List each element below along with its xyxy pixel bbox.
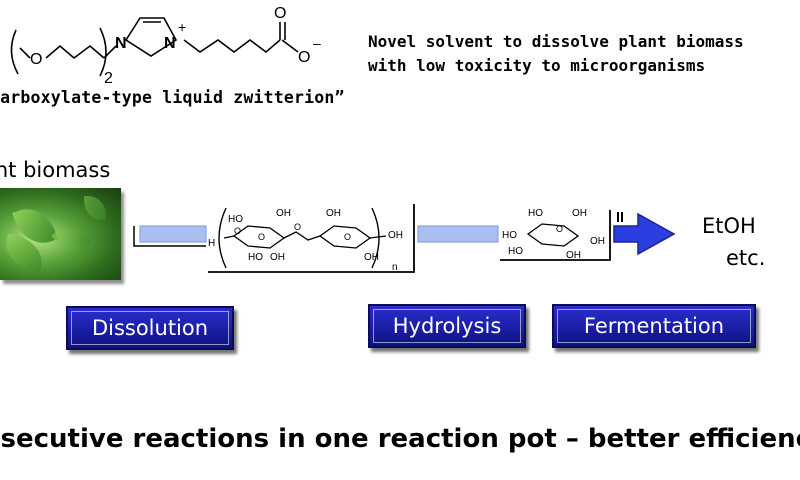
minus-charge: –: [313, 35, 321, 51]
cellulose-h: H: [208, 238, 215, 249]
glucose-ho-3: HO: [508, 246, 523, 257]
ether-oxygen: O: [30, 51, 42, 68]
glucose-frame: [500, 210, 611, 261]
cellulose-frame: [208, 204, 415, 273]
glucose-o: O: [556, 224, 563, 234]
headline: Novel solvent to dissolve plant biomass …: [368, 30, 744, 78]
plus-charge: +: [178, 19, 186, 35]
cellulose-o-3: O: [344, 232, 351, 242]
fermentation-button[interactable]: Fermentation: [552, 304, 756, 348]
glucose-ring: [526, 223, 580, 247]
anion-oxygen: O: [298, 49, 310, 66]
cellulose-bracket-right: [371, 207, 380, 269]
product-etoh: EtOH: [702, 214, 756, 238]
plant-biomass-image: [0, 188, 121, 280]
hydrolysis-button[interactable]: Hydrolysis: [368, 304, 526, 348]
repeat-subscript: 2: [104, 70, 113, 87]
process-diagram: H HO OH HO OH OH OH OH n O O O O HO HO H…: [133, 204, 676, 273]
cellulose-o-2: O: [294, 222, 301, 232]
cellulose-oh-5: OH: [388, 230, 403, 241]
cellulose-n: n: [392, 262, 398, 273]
carbonyl-oxygen: O: [274, 5, 286, 22]
headline-line-2: with low toxicity to microorganisms: [368, 56, 706, 75]
dissolution-bar: [139, 225, 207, 243]
cellulose-oh-1: OH: [276, 208, 291, 219]
n3-atom: N: [164, 35, 176, 52]
cellulose-oh-2: OH: [270, 252, 285, 263]
repeat-bracket-right: [99, 27, 107, 77]
glucose-oh-2: OH: [590, 236, 605, 247]
plant-biomass-label: ant biomass: [0, 158, 111, 182]
cellulose-ho-1: HO: [228, 214, 243, 225]
cellulose-oh-4: OH: [364, 252, 379, 263]
glucose-ho-1: HO: [528, 208, 543, 219]
headline-line-1: Novel solvent to dissolve plant biomass: [368, 32, 744, 51]
cellulose-oh-3: OH: [326, 208, 341, 219]
hydrolysis-bar: [417, 225, 499, 243]
glucose-oh-3: OH: [566, 250, 581, 261]
repeat-bracket-left: [10, 29, 19, 75]
fermentation-arrow: [613, 212, 676, 256]
zwitterion-structure: O 2 N N + O O –: [10, 5, 321, 87]
bar-shadow-1: [133, 226, 206, 247]
glucose-oh-1: OH: [572, 208, 587, 219]
cellulose-o-1: O: [258, 232, 265, 242]
cellulose-rings: [223, 225, 387, 249]
cellulose-bracket-left: [218, 207, 227, 269]
dissolution-button[interactable]: Dissolution: [66, 306, 234, 350]
product-etc: etc.: [726, 246, 766, 270]
footer-tagline: nsecutive reactions in one reaction pot …: [0, 424, 800, 454]
cellulose-ho-2: HO: [248, 252, 263, 263]
zwitterion-caption: carboxylate-type liquid zwitterion”: [0, 88, 345, 107]
n1-atom: N: [115, 35, 127, 52]
cellulose-o-4: O: [234, 226, 241, 236]
glucose-ho-2: HO: [502, 230, 517, 241]
